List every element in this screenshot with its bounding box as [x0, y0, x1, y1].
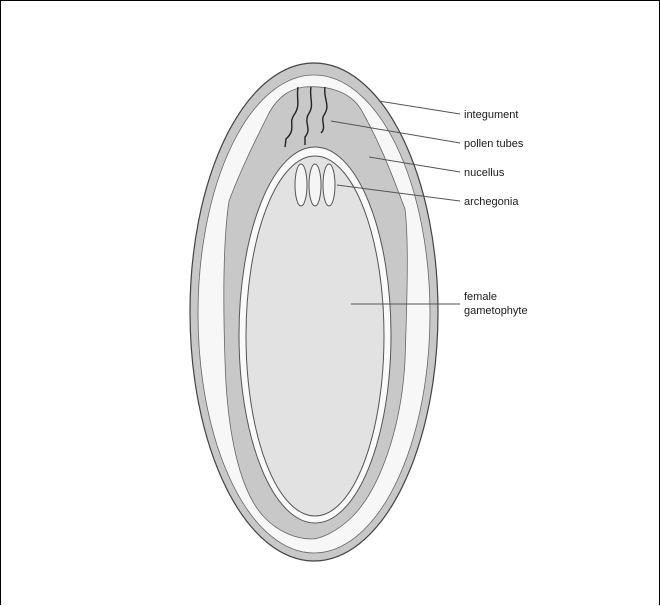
- archegonia: [295, 164, 335, 206]
- archegonia-label: archegonia: [464, 196, 519, 208]
- female-gametophyte-label-line2: gametophyte: [464, 305, 528, 317]
- integument-leader: [379, 101, 460, 114]
- female-gametophyte: [246, 156, 384, 516]
- integument-label: integument: [464, 109, 518, 121]
- archegonium: [309, 164, 321, 206]
- female-gametophyte-label-line1: female: [464, 291, 497, 303]
- pollen-tubes-label: pollen tubes: [464, 138, 524, 150]
- archegonium: [323, 164, 335, 206]
- archegonium: [295, 164, 307, 206]
- nucellus-label: nucellus: [464, 167, 505, 179]
